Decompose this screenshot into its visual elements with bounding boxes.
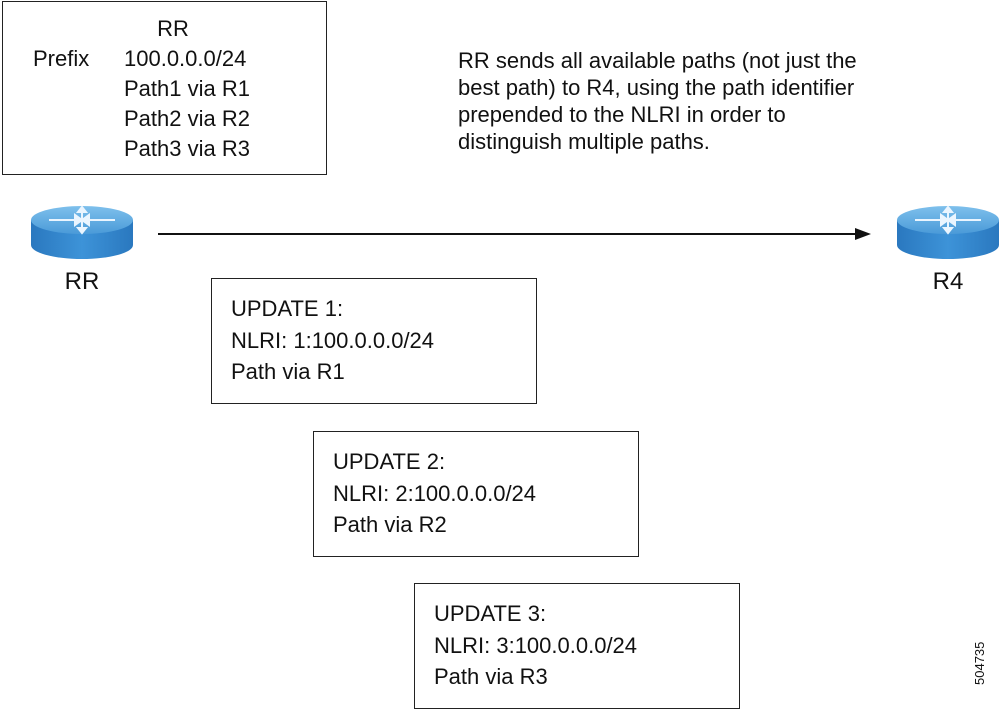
prefix-value: 100.0.0.0/24: [124, 46, 247, 71]
path2-entry: Path2 via R2: [124, 106, 250, 131]
rr-routing-table: RR Prefix 100.0.0.0/24 Path1 via R1 Path…: [2, 1, 327, 175]
update-message-1: UPDATE 1: NLRI: 1:100.0.0.0/24 Path via …: [211, 278, 537, 404]
arrow-icon: [158, 228, 871, 240]
update-path: Path via R2: [333, 512, 447, 537]
r4-router-label: R4: [932, 268, 964, 295]
path3-entry: Path3 via R3: [124, 136, 250, 161]
router-icon: [893, 203, 1000, 263]
update-title: UPDATE 2:: [333, 449, 446, 474]
prefix-label: Prefix: [33, 46, 90, 71]
update-nlri: NLRI: 1:100.0.0.0/24: [231, 328, 435, 353]
figure-id: 504735: [972, 641, 987, 685]
router-icon: [27, 203, 137, 263]
rr-table-title: RR: [157, 16, 189, 41]
diagram-caption: RR sends all available paths (not just t…: [458, 48, 857, 154]
update-title: UPDATE 3:: [434, 601, 547, 626]
update-path: Path via R1: [231, 359, 345, 384]
update-path: Path via R3: [434, 664, 548, 689]
update-nlri: NLRI: 2:100.0.0.0/24: [333, 481, 537, 506]
update-nlri: NLRI: 3:100.0.0.0/24: [434, 633, 638, 658]
update-message-3: UPDATE 3: NLRI: 3:100.0.0.0/24 Path via …: [414, 583, 740, 709]
path1-entry: Path1 via R1: [124, 76, 250, 101]
update-title: UPDATE 1:: [231, 296, 344, 321]
update-message-2: UPDATE 2: NLRI: 2:100.0.0.0/24 Path via …: [313, 431, 639, 557]
rr-router-label: RR: [64, 268, 100, 295]
